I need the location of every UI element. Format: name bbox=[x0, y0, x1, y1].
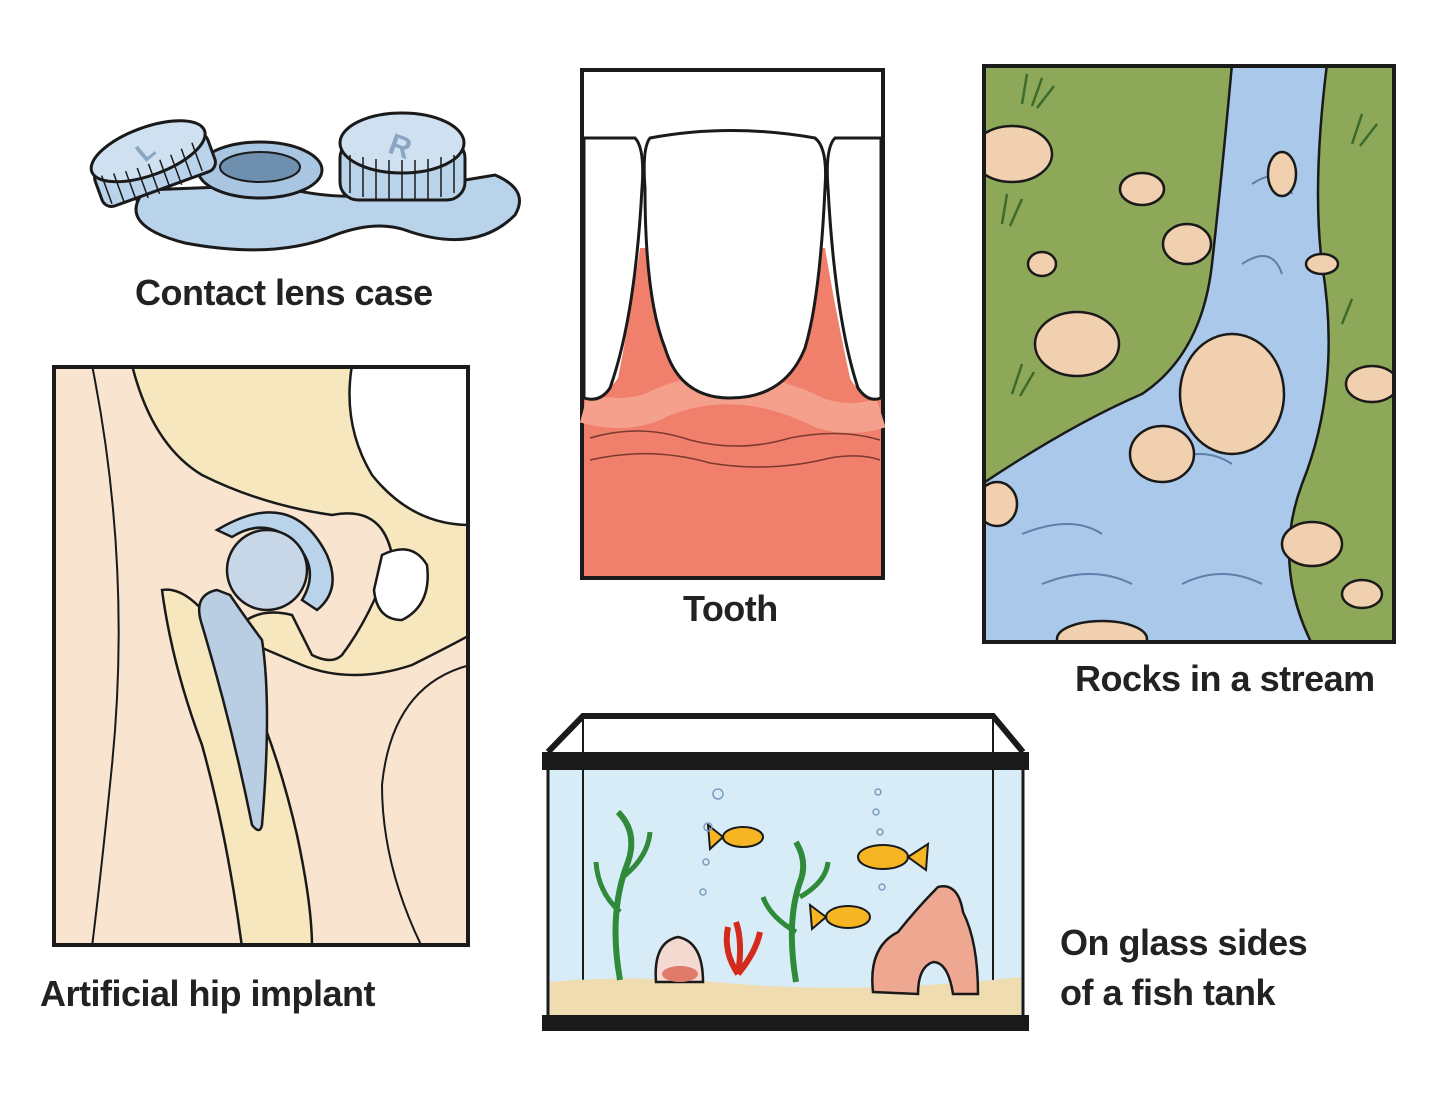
fish-tank-illustration bbox=[538, 712, 1033, 1034]
label-artificial-hip-implant: Artificial hip implant bbox=[40, 973, 376, 1014]
stream-rocks-illustration bbox=[982, 64, 1396, 644]
label-fish-tank: On glass sides of a fish tank bbox=[1060, 918, 1380, 1018]
label-contact-lens-case: Contact lens case bbox=[135, 272, 433, 313]
label-fish-tank-line-2: of a fish tank bbox=[1060, 972, 1276, 1013]
contact-lens-case-illustration: L R bbox=[75, 95, 525, 255]
label-tooth: Tooth bbox=[683, 588, 778, 629]
label-rocks-in-a-stream: Rocks in a stream bbox=[1075, 658, 1375, 699]
hip-implant-illustration bbox=[52, 365, 470, 947]
tooth-illustration bbox=[580, 68, 885, 580]
label-fish-tank-line-1: On glass sides bbox=[1060, 922, 1308, 963]
